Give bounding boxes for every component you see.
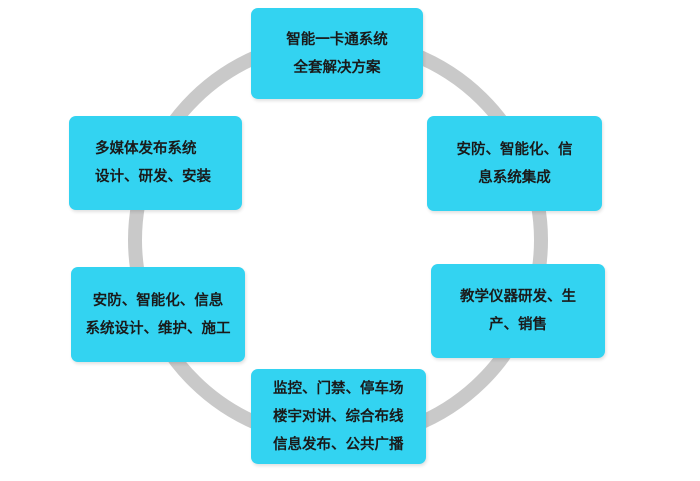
node-line: 息系统集成 [478,169,551,186]
node-line: 多媒体发布系统 [95,141,197,157]
node-line: 楼宇对讲、综合布线 [273,408,404,425]
node-line: 产、销售 [489,317,547,333]
node-line: 智能一卡通系统 [286,31,388,48]
node-security-design: 安防、智能化、信息 系统设计、维护、施工 [71,267,245,362]
node-line: 教学仪器研发、生 [460,289,576,305]
node-line: 系统设计、维护、施工 [85,320,231,337]
node-monitoring-access: 监控、门禁、停车场 楼宇对讲、综合布线 信息发布、公共广播 [251,369,426,464]
node-line: 全套解决方案 [293,59,381,76]
node-smart-card-system: 智能一卡通系统 全套解决方案 [251,8,423,99]
node-multimedia-publishing: 多媒体发布系统 设计、研发、安装 [69,116,242,210]
node-line: 安防、智能化、信 [456,141,573,158]
node-line: 信息发布、公共广播 [273,436,404,453]
node-line: 安防、智能化、信息 [92,292,224,309]
node-line: 监控、门禁、停车场 [273,380,404,397]
node-line: 设计、研发、安装 [95,169,211,185]
node-teaching-instruments: 教学仪器研发、生 产、销售 [431,264,605,358]
node-security-integration: 安防、智能化、信 息系统集成 [427,116,602,211]
